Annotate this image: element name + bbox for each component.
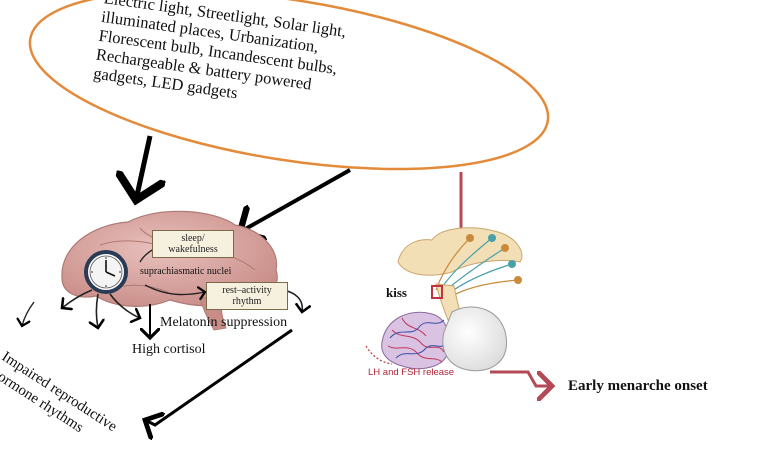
lh-fsh-release-label: LH and FSH release — [368, 367, 455, 378]
arrow-to-menarche — [490, 370, 552, 386]
light-sources-ellipse — [28, 0, 550, 171]
melatonin-label: Melatonin suppression — [160, 315, 288, 330]
arrow-radiate-2 — [97, 293, 99, 328]
arrow-melatonin-loop — [145, 328, 293, 425]
rest-activity-box: rest–activity rhythm — [206, 282, 288, 310]
kiss-label: kiss — [386, 285, 407, 300]
scn-label: suprachiasmatic nuclei — [140, 266, 232, 277]
arrow-to-impaired — [22, 301, 35, 326]
pituitary-illustration — [365, 227, 523, 372]
arrow-radiate-3 — [109, 293, 140, 318]
arrow-to-brain-left — [136, 135, 150, 200]
arrow-to-brain-right — [240, 168, 351, 232]
clock-icon — [84, 250, 128, 294]
arrow-radiate-1 — [62, 289, 93, 308]
early-menarche-label: Early menarche onset — [568, 378, 708, 394]
cortisol-label: High cortisol — [132, 342, 206, 357]
sleep-wakefulness-box: sleep/ wakefulness — [152, 230, 234, 258]
diagram-canvas: Electric light, Streetlight, Solar light… — [0, 0, 708, 445]
